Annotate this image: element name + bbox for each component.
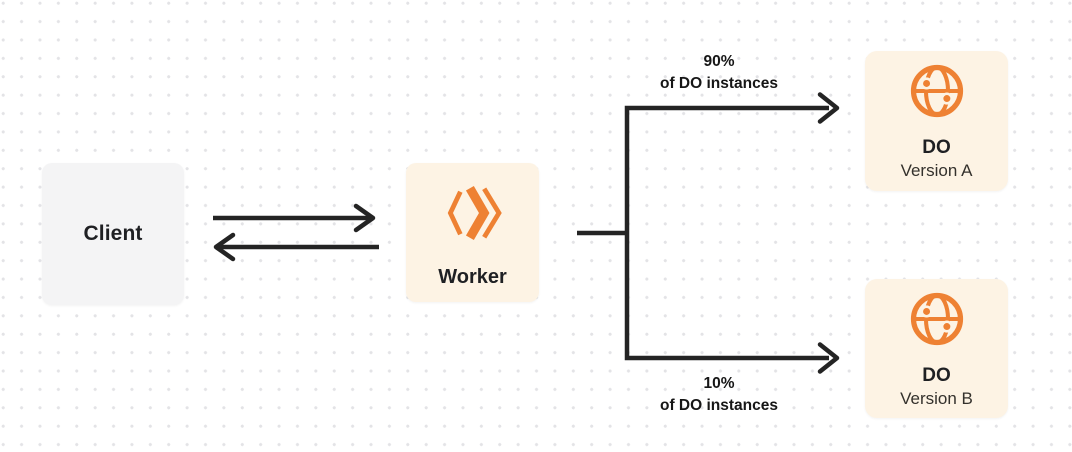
do-a-title: DO [922,137,951,158]
arrow-client-to-worker [213,203,376,233]
do-a-subtitle: Version A [900,161,973,180]
do-b-subtitle: Version B [900,389,973,408]
branch-split-line [624,105,829,361]
branch-label-10-percent: 10% of DO instances [660,373,778,417]
do-version-b-node: DO Version B [865,279,1008,418]
worker-node-label: Worker [438,266,507,288]
branch-label-90-percent: 90% of DO instances [660,51,778,95]
branch-percent-text: 10% [703,375,735,392]
durable-object-globe-icon [908,62,966,120]
do-version-a-node: DO Version A [865,51,1008,191]
client-node: Client [42,163,184,305]
arrowhead-to-do-a [817,92,840,124]
branch-caption-text: of DO instances [660,397,778,414]
cloudflare-workers-icon [443,183,502,243]
branch-caption-text: of DO instances [660,75,778,92]
worker-node: Worker [406,163,539,302]
client-node-label: Client [83,222,143,245]
branch-percent-text: 90% [703,53,735,70]
do-b-title: DO [922,365,951,386]
arrow-worker-to-client [213,232,379,262]
arrowhead-to-do-b [817,342,840,374]
durable-object-globe-icon [908,290,966,348]
